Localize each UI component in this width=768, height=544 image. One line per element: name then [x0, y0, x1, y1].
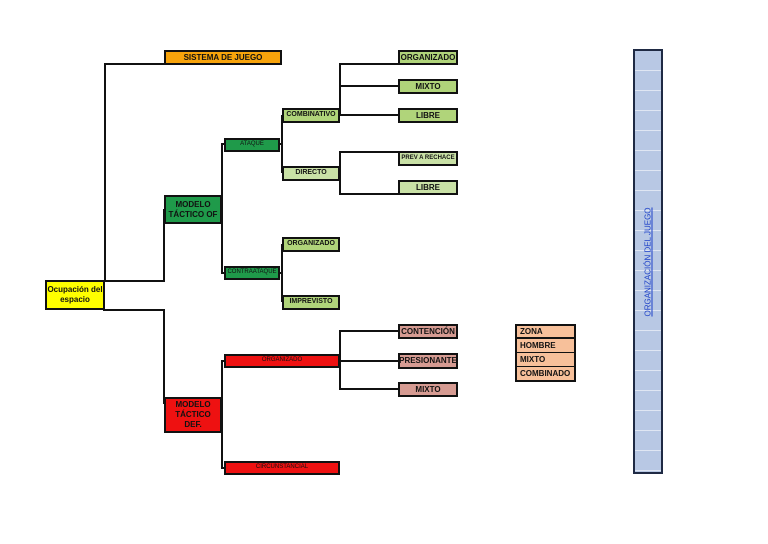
node-modelo-tactico-def: MODELO TÁCTICO DEF.	[164, 397, 222, 433]
node-combinativo: COMBINATIVO	[282, 108, 340, 123]
node-root: Ocupación del espacio	[45, 280, 105, 310]
connector-contra-imprevisto	[280, 272, 283, 302]
node-organizado-def: ORGANIZADO	[224, 354, 340, 368]
node-organizado-2: ORGANIZADO	[282, 237, 340, 252]
connector-combinativo-children	[339, 63, 398, 115]
connector-directo-children	[339, 151, 398, 173]
node-hombre: HOMBRE	[515, 339, 576, 354]
node-sistema-de-juego: SISTEMA DE JUEGO	[164, 50, 282, 65]
node-directo: DIRECTO	[282, 166, 340, 181]
node-mixto-def: MIXTO	[398, 382, 458, 397]
node-mixto-marca: MIXTO	[515, 353, 576, 368]
organizacion-del-juego-link[interactable]: ORGANIZACIÓN DEL JUEGO	[643, 206, 653, 317]
node-presionante: PRESIONANTE	[398, 353, 458, 369]
node-organizado-1: ORGANIZADO	[398, 50, 458, 65]
node-mixto-1: MIXTO	[398, 79, 458, 94]
node-prev-a-rechace: PREV A RECHACE	[398, 151, 458, 166]
node-ataque: ATAQUE	[224, 138, 280, 152]
node-contencion: CONTENCIÓN	[398, 324, 458, 339]
side-panel-organizacion: ORGANIZACIÓN DEL JUEGO	[633, 49, 663, 474]
connector-of-ataque	[221, 143, 224, 209]
connector-root-sistema	[103, 63, 164, 282]
connector-orgdef-mixto	[339, 361, 398, 390]
connector-root-modelo-def	[103, 309, 165, 404]
connector-def-organizado	[221, 360, 224, 411]
connector-of-contra	[221, 209, 224, 274]
connector-ataque-directo	[280, 143, 283, 173]
connector-root-modelo-of	[103, 209, 165, 282]
connector-directo-libre	[339, 173, 398, 195]
node-imprevisto: IMPREVISTO	[282, 295, 340, 310]
node-contraataque: CONTRAATAQUE	[224, 266, 280, 280]
node-combinado: COMBINADO	[515, 367, 576, 382]
node-libre-2: LIBRE	[398, 180, 458, 195]
node-libre-1: LIBRE	[398, 108, 458, 123]
node-zona: ZONA	[515, 324, 576, 339]
connector-orgdef-children	[339, 330, 398, 361]
node-modelo-tactico-of: MODELO TÁCTICO OF	[164, 195, 222, 224]
node-circunstancial: CIRCUNSTANCIAL	[224, 461, 340, 475]
connector-def-circunstancial	[221, 411, 224, 469]
